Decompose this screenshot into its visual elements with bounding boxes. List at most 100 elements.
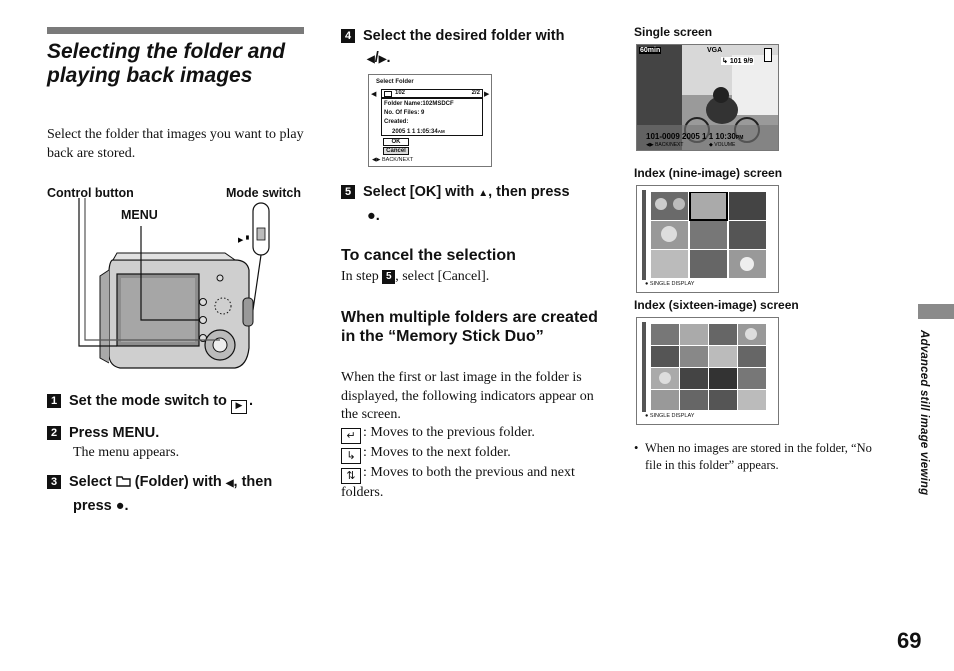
step-text: Select the desired folder with <box>363 28 565 44</box>
folder-page: 2/2 <box>471 90 480 96</box>
step-text-end: . <box>248 393 253 409</box>
title-bar-decoration <box>47 27 304 34</box>
cancel-text-after: , select [Cancel]. <box>395 269 490 284</box>
step-number: 2 <box>47 426 61 440</box>
intro-text: Select the folder that images you want t… <box>47 127 304 161</box>
list-item-text: : Moves to both the previous and next fo… <box>341 465 575 500</box>
step-number: 1 <box>47 394 61 408</box>
battery-time: 60min <box>639 47 662 54</box>
right-arrow-icon: ▶ <box>484 91 490 98</box>
previous-folder-icon: ↵ <box>341 428 361 444</box>
step-number: 3 <box>47 475 61 489</box>
svg-text:▶▝: ▶▝ <box>238 235 249 244</box>
list-item: ↵: Moves to the previous folder. <box>341 424 599 444</box>
step-1: 1 Set the mode switch to ▶. <box>47 390 317 414</box>
single-screen: 60min VGA ↳ 101 9/9 101-0009 2005 1 1 10… <box>636 44 779 151</box>
step-text: Set the mode switch to <box>69 393 227 409</box>
folder-number: 101 <box>729 58 742 65</box>
cancel-button[interactable]: Cancel <box>383 147 409 155</box>
left-arrow-icon: ◀ <box>367 54 375 65</box>
volume-icon: ◆ <box>709 142 713 148</box>
folder-number: 102 <box>395 90 406 96</box>
index-nine-screen: ● SINGLE DISPLAY <box>636 185 779 293</box>
scroll-bar <box>642 322 646 412</box>
page-number: 69 <box>897 628 922 653</box>
cancel-text: In step 5, select [Cancel]. <box>341 268 611 287</box>
list-item-text: : Moves to the previous folder. <box>363 425 535 440</box>
step-number: 5 <box>341 185 355 199</box>
index-sixteen-screen: ● SINGLE DISPLAY <box>636 317 779 425</box>
step-number: 4 <box>341 29 355 43</box>
center-button-icon: ● <box>367 208 376 224</box>
multiple-list: ↵: Moves to the previous folder. ↳: Move… <box>341 424 599 503</box>
folder-row: 102 2/2 <box>381 89 483 98</box>
step-text: Select [OK] with <box>363 184 475 200</box>
image-info: 101-0009 2005 1 1 10:30 <box>646 132 736 141</box>
image-size: VGA <box>707 47 723 54</box>
cancel-text-before: In step <box>341 269 379 284</box>
select-folder-title: Select Folder <box>376 79 414 85</box>
single-screen-label: Single screen <box>634 25 713 39</box>
note: • When no images are stored in the folde… <box>634 440 884 473</box>
index-sixteen-label: Index (sixteen-image) screen <box>634 298 799 312</box>
memory-icon <box>764 48 772 62</box>
step-text-after: , then <box>233 474 273 490</box>
right-arrow-icon: ▶ <box>378 54 387 65</box>
folder-info: Folder Name:102MSDCF No. Of Files: 9 Cre… <box>381 98 483 136</box>
image-count: 9/9 <box>743 58 754 65</box>
center-button-icon: ● <box>115 498 125 514</box>
multiple-heading: When multiple folders are created in the… <box>341 309 598 345</box>
step-text-mid: (Folder) with <box>134 474 222 490</box>
both-folder-icon: ⇅ <box>341 468 361 484</box>
step-number: 5 <box>382 270 396 284</box>
index-footer: SINGLE DISPLAY <box>649 281 695 287</box>
cancel-heading: To cancel the selection <box>341 247 516 264</box>
folder-icon <box>116 476 131 487</box>
folder-date: 2005 1 1 1:05:34 <box>392 129 438 135</box>
playback-icon: ▶ <box>230 400 247 414</box>
multiple-text: When the first or last image in the fold… <box>341 370 594 422</box>
folder-name: Folder Name:102MSDCF <box>384 101 454 107</box>
folder-created-label: Created: <box>384 119 409 125</box>
next-folder-icon: ↳ <box>341 448 361 464</box>
side-label: Advanced still image viewing <box>900 330 940 500</box>
scroll-bar <box>642 190 646 280</box>
list-item: ⇅: Moves to both the previous and next f… <box>341 464 599 503</box>
folder-icon <box>384 91 392 97</box>
back-next-text: BACK/NEXT <box>655 142 684 148</box>
ok-button[interactable]: OK <box>383 138 409 146</box>
step-2: 2 Press MENU. <box>47 422 317 444</box>
note-text: When no images are stored in the folder,… <box>645 441 872 472</box>
nine-thumbnail-grid <box>651 192 766 278</box>
volume-text: VOLUME <box>714 142 736 148</box>
single-photo <box>637 45 778 150</box>
side-tab <box>918 304 954 319</box>
control-button-label: Control button <box>47 186 134 200</box>
left-arrow-icon: ◀ <box>371 91 377 98</box>
bullet-icon: • <box>634 441 639 455</box>
left-arrow-icon: ◀ <box>225 478 234 489</box>
step-2-sub: The menu appears. <box>73 445 180 460</box>
mode-switch-label: Mode switch <box>226 186 302 200</box>
sixteen-thumbnail-grid <box>651 324 766 410</box>
step-text: Select <box>69 474 112 490</box>
image-pm: PM <box>735 135 744 141</box>
select-folder-screen: Select Folder ◀ ▶ 102 2/2 Folder Name:10… <box>368 74 492 167</box>
index-nine-label: Index (nine-image) screen <box>634 166 783 180</box>
step-text: Press MENU. <box>69 425 160 441</box>
camera-diagram: ▶▝ <box>78 198 270 369</box>
next-folder-icon: ↳ <box>722 58 728 65</box>
step-text-line2: press <box>73 498 112 514</box>
step-text-after: , then press <box>488 184 570 200</box>
up-arrow-icon: ▲ <box>478 188 489 199</box>
center-button-icon: ● <box>645 281 649 287</box>
left-right-icon: ◀▶ <box>372 157 381 163</box>
list-item: ↳: Moves to the next folder. <box>341 444 599 464</box>
folder-am: AM <box>437 129 445 134</box>
side-label-text: Advanced still image viewing <box>918 330 930 496</box>
index-footer: SINGLE DISPLAY <box>649 413 695 419</box>
left-right-icon: ◀▶ <box>646 142 654 148</box>
